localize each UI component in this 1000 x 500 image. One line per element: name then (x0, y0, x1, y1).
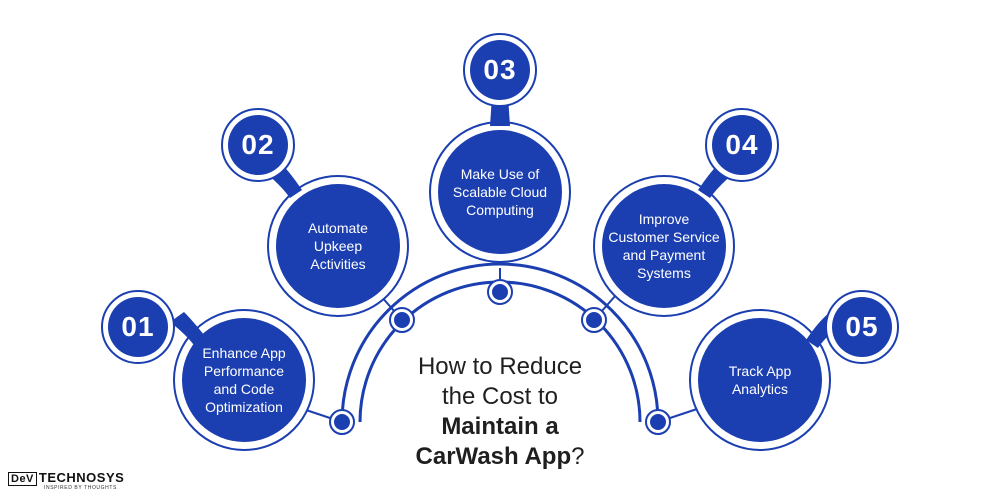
step-02-line-3: Activities (310, 256, 366, 272)
step-03-circle (438, 130, 562, 254)
step-03-group (429, 33, 571, 305)
logo-technosys: TECHNOSYS (38, 470, 125, 485)
step-04-line-1: Improve (638, 211, 690, 227)
title-line-1: How to Reduce (417, 353, 583, 380)
step-05-line-1: Track App (728, 363, 792, 379)
step-05-number: 05 (845, 311, 879, 342)
step-03-line-1: Make Use of (460, 166, 540, 182)
step-05-line-2: Analytics (731, 381, 788, 397)
dot-04 (586, 312, 602, 328)
step-04-line-2: Customer Service (608, 229, 720, 245)
center-arc-outer (340, 262, 660, 423)
step-01-neck (170, 312, 208, 348)
step-04-line-3: and Payment (622, 247, 706, 263)
step-01-number: 01 (121, 311, 155, 342)
title-line-2: the Cost to (441, 383, 559, 410)
step-01-line-4: Optimization (205, 399, 283, 415)
step-01-badge (108, 297, 168, 357)
dot-02 (394, 312, 410, 328)
step-01-group (101, 290, 355, 451)
step-04-text: Improve Customer Service and Payment Sys… (600, 186, 728, 306)
dot-01 (334, 414, 350, 430)
dot-05 (650, 414, 666, 430)
step-04-circle (602, 184, 726, 308)
title-line-4-bold: CarWash App (415, 443, 572, 470)
step-01-line-3: and Code (213, 381, 275, 397)
step-04-number: 04 (725, 129, 759, 160)
step-05-text: Track App Analytics (700, 320, 820, 440)
step-05-badge (832, 297, 892, 357)
step-03-line-3: Computing (466, 202, 534, 218)
step-01-circle (182, 318, 306, 442)
step-03-number: 03 (483, 54, 517, 85)
step-02-line-2: Upkeep (313, 238, 363, 254)
step-02-circle (276, 184, 400, 308)
step-01-line-1: Enhance App (202, 345, 286, 361)
center-title: How to Reduce the Cost to Maintain a Car… (380, 352, 620, 472)
step-05-circle (698, 318, 822, 442)
title-line-3: Maintain a (441, 413, 559, 440)
step-03-line-2: Scalable Cloud (452, 184, 548, 200)
step-02-group (221, 108, 415, 333)
logo-dev: DeV (8, 472, 37, 486)
step-05-group (645, 290, 899, 451)
dot-03 (492, 284, 508, 300)
step-03-text: Make Use of Scalable Cloud Computing (440, 132, 560, 252)
step-04-line-4: Systems (637, 265, 691, 281)
step-02-text: Automate Upkeep Activities (278, 186, 398, 306)
step-02-number: 02 (241, 129, 275, 160)
step-03-badge (470, 40, 530, 100)
title-line-4-end: ? (571, 443, 585, 470)
step-01-line-2: Performance (203, 363, 285, 379)
step-02-line-1: Automate (308, 220, 368, 236)
step-02-badge (228, 115, 288, 175)
step-01-text: Enhance App Performance and Code Optimiz… (184, 320, 304, 440)
step-04-badge (712, 115, 772, 175)
title-line-4: CarWash App? (380, 442, 620, 472)
step-04-group (581, 108, 779, 333)
logo-tagline: INSPIRED BY THOUGHTS (44, 485, 117, 491)
